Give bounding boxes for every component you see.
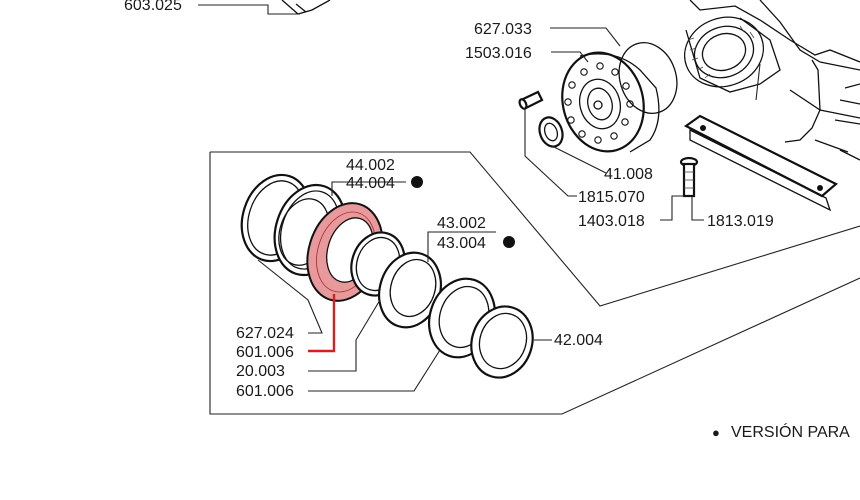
label-20-003: 20.003 <box>236 363 285 380</box>
leader-lines-detail <box>257 181 552 392</box>
ring-42-004-b <box>470 305 534 379</box>
label-1813-019: 1813.019 <box>707 213 774 230</box>
bolt-1815-070 <box>518 90 544 110</box>
o-ring-627-033 <box>618 42 678 114</box>
screw-1403-018 <box>679 156 699 198</box>
label-1815-070: 1815.070 <box>578 189 645 206</box>
detail-frame-bottom <box>209 152 860 415</box>
label-601-006: 601.006 <box>236 383 294 400</box>
detail-frame <box>210 151 860 307</box>
leader-lines-top <box>524 27 761 221</box>
legend-bullet: ● <box>712 425 720 440</box>
label-42-004: 42.004 <box>554 332 603 349</box>
label-43-004: 43.004 <box>437 235 486 252</box>
top-left-partial-part <box>198 0 331 15</box>
highlight-leader-line <box>308 294 336 353</box>
label-627-033: 627.033 <box>474 21 532 38</box>
legend-text: VERSIÓN PARA <box>731 422 850 441</box>
label-1403-018: 1403.018 <box>578 213 645 230</box>
label-1503-016: 1503.016 <box>465 45 532 62</box>
label-44-004: 44.004 <box>346 175 395 192</box>
gearbox-housing <box>684 0 860 161</box>
flange-1503-016 <box>561 51 660 153</box>
label-603-025: 603.025 <box>124 0 182 14</box>
label-627-024: 627.024 <box>236 325 294 342</box>
label-43-002: 43.002 <box>437 215 486 232</box>
label-41-008: 41.008 <box>604 166 653 183</box>
bullet-43-004 <box>503 236 515 248</box>
label-44-002: 44.002 <box>346 157 395 174</box>
label-601-006-highlighted: 601.006 <box>236 344 294 361</box>
seal-41-008 <box>538 116 564 148</box>
rail-1813-019 <box>683 114 838 212</box>
bullet-44-004 <box>411 176 423 188</box>
